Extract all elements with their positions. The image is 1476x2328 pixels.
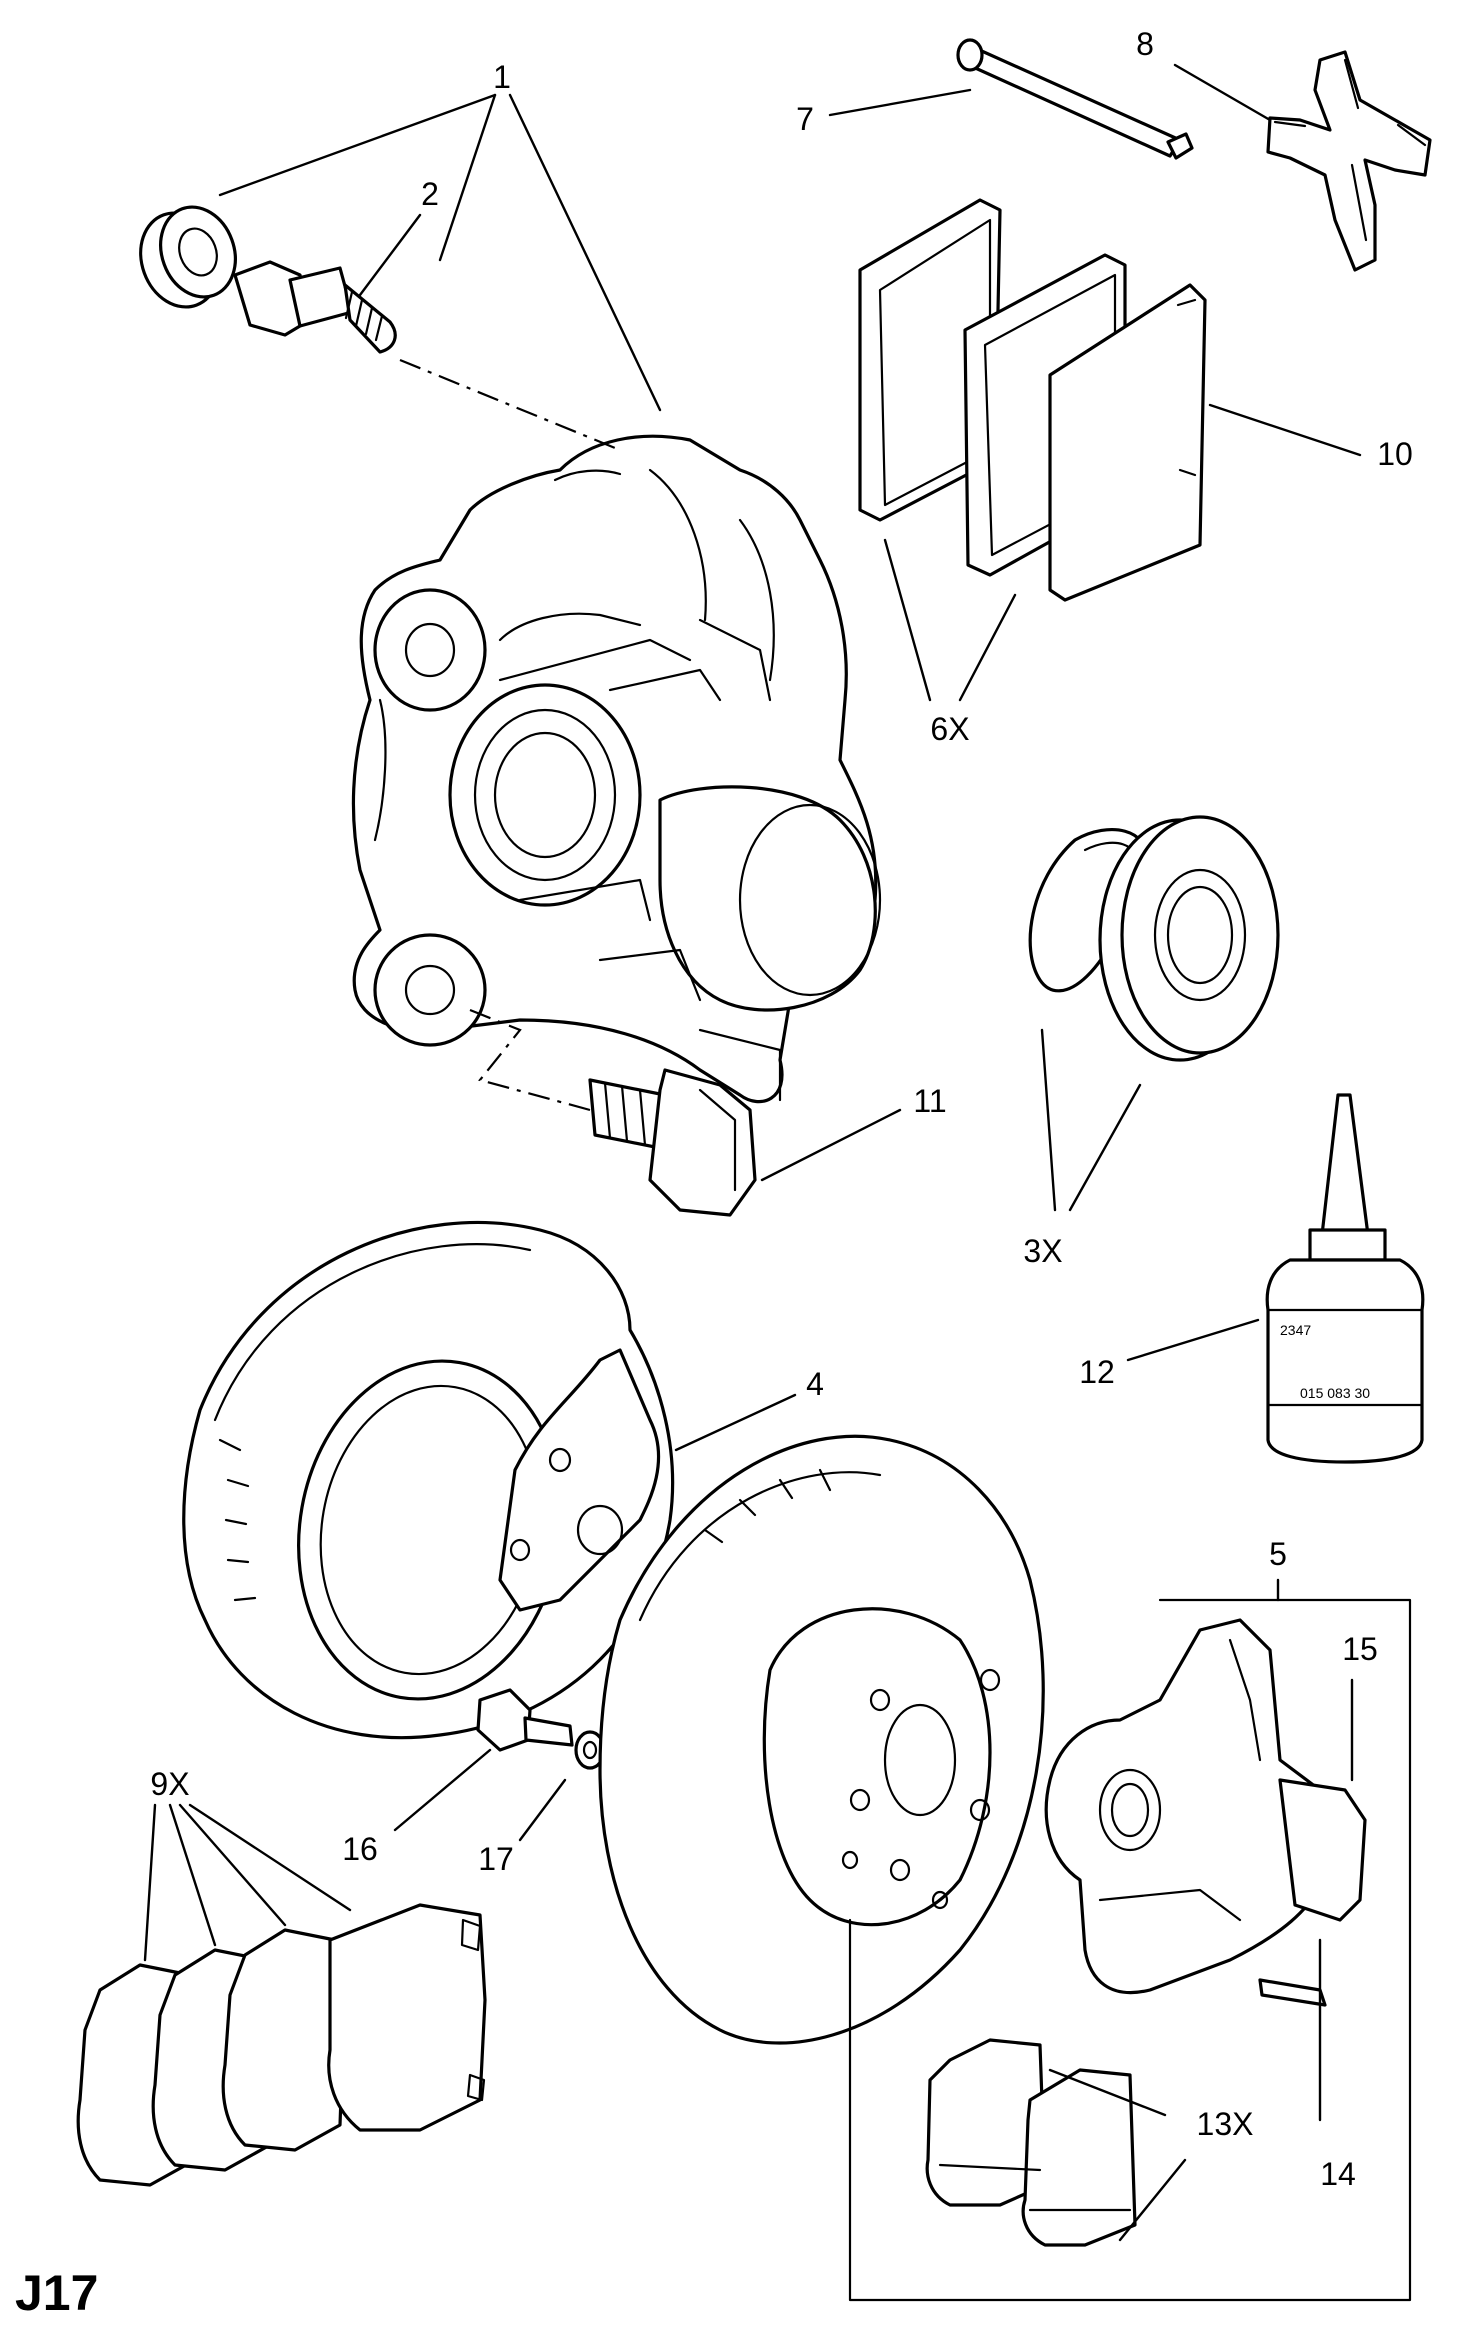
callout-7: 7 (796, 101, 814, 137)
group-bracket (848, 1598, 1412, 2302)
callout-14: 14 (1320, 2156, 1356, 2192)
callout-15: 15 (1342, 1631, 1378, 1667)
brake-disc-solid (598, 1434, 1045, 2045)
callout-4: 4 (806, 1366, 824, 1402)
callout-2: 2 (421, 176, 439, 212)
bleed-screw (233, 260, 397, 354)
caliper-bolt (588, 1068, 757, 1217)
brake-pad-set-lower (925, 2038, 1137, 2247)
callout-labels: 1 2 3X 4 5 6X 7 8 9X 10 11 12 13X 14 15 … (15, 26, 1413, 2321)
bottle-small-text: 015 083 30 (1300, 1385, 1370, 1401)
brake-pad-set-left (76, 1903, 487, 2187)
callout-6x: 6X (930, 711, 969, 747)
assembly-axis-line (399, 358, 621, 452)
anti-rattle-spring (1266, 50, 1432, 272)
caliper-assembly (1044, 1618, 1367, 2007)
bottle-code: 2347 (1280, 1322, 1311, 1338)
bolt-axis-line (469, 1008, 591, 1112)
callout-9x: 9X (150, 1766, 189, 1802)
brake-disc-vented (182, 1220, 675, 1740)
callout-12: 12 (1079, 1354, 1115, 1390)
callout-11: 11 (913, 1083, 946, 1119)
brake-pad-set-upper (858, 198, 1207, 602)
callout-8: 8 (1136, 26, 1154, 62)
callout-5: 5 (1269, 1536, 1287, 1572)
piston-seal-set (1028, 815, 1280, 1062)
callout-3x: 3X (1023, 1233, 1062, 1269)
adhesive-bottle: 2347 015 083 30 (1265, 1093, 1425, 1464)
dust-cap (139, 205, 237, 309)
figure-id: J17 (15, 2265, 98, 2321)
caliper-housing (351, 434, 882, 1104)
leader-lines (143, 63, 1362, 2242)
callout-10: 10 (1377, 436, 1413, 472)
retaining-pin (956, 38, 1194, 160)
callout-1: 1 (493, 59, 511, 95)
callout-17: 17 (478, 1841, 514, 1877)
bracket-bolt (476, 1688, 574, 1752)
callout-16: 16 (342, 1831, 378, 1867)
callout-13x: 13X (1197, 2106, 1254, 2142)
